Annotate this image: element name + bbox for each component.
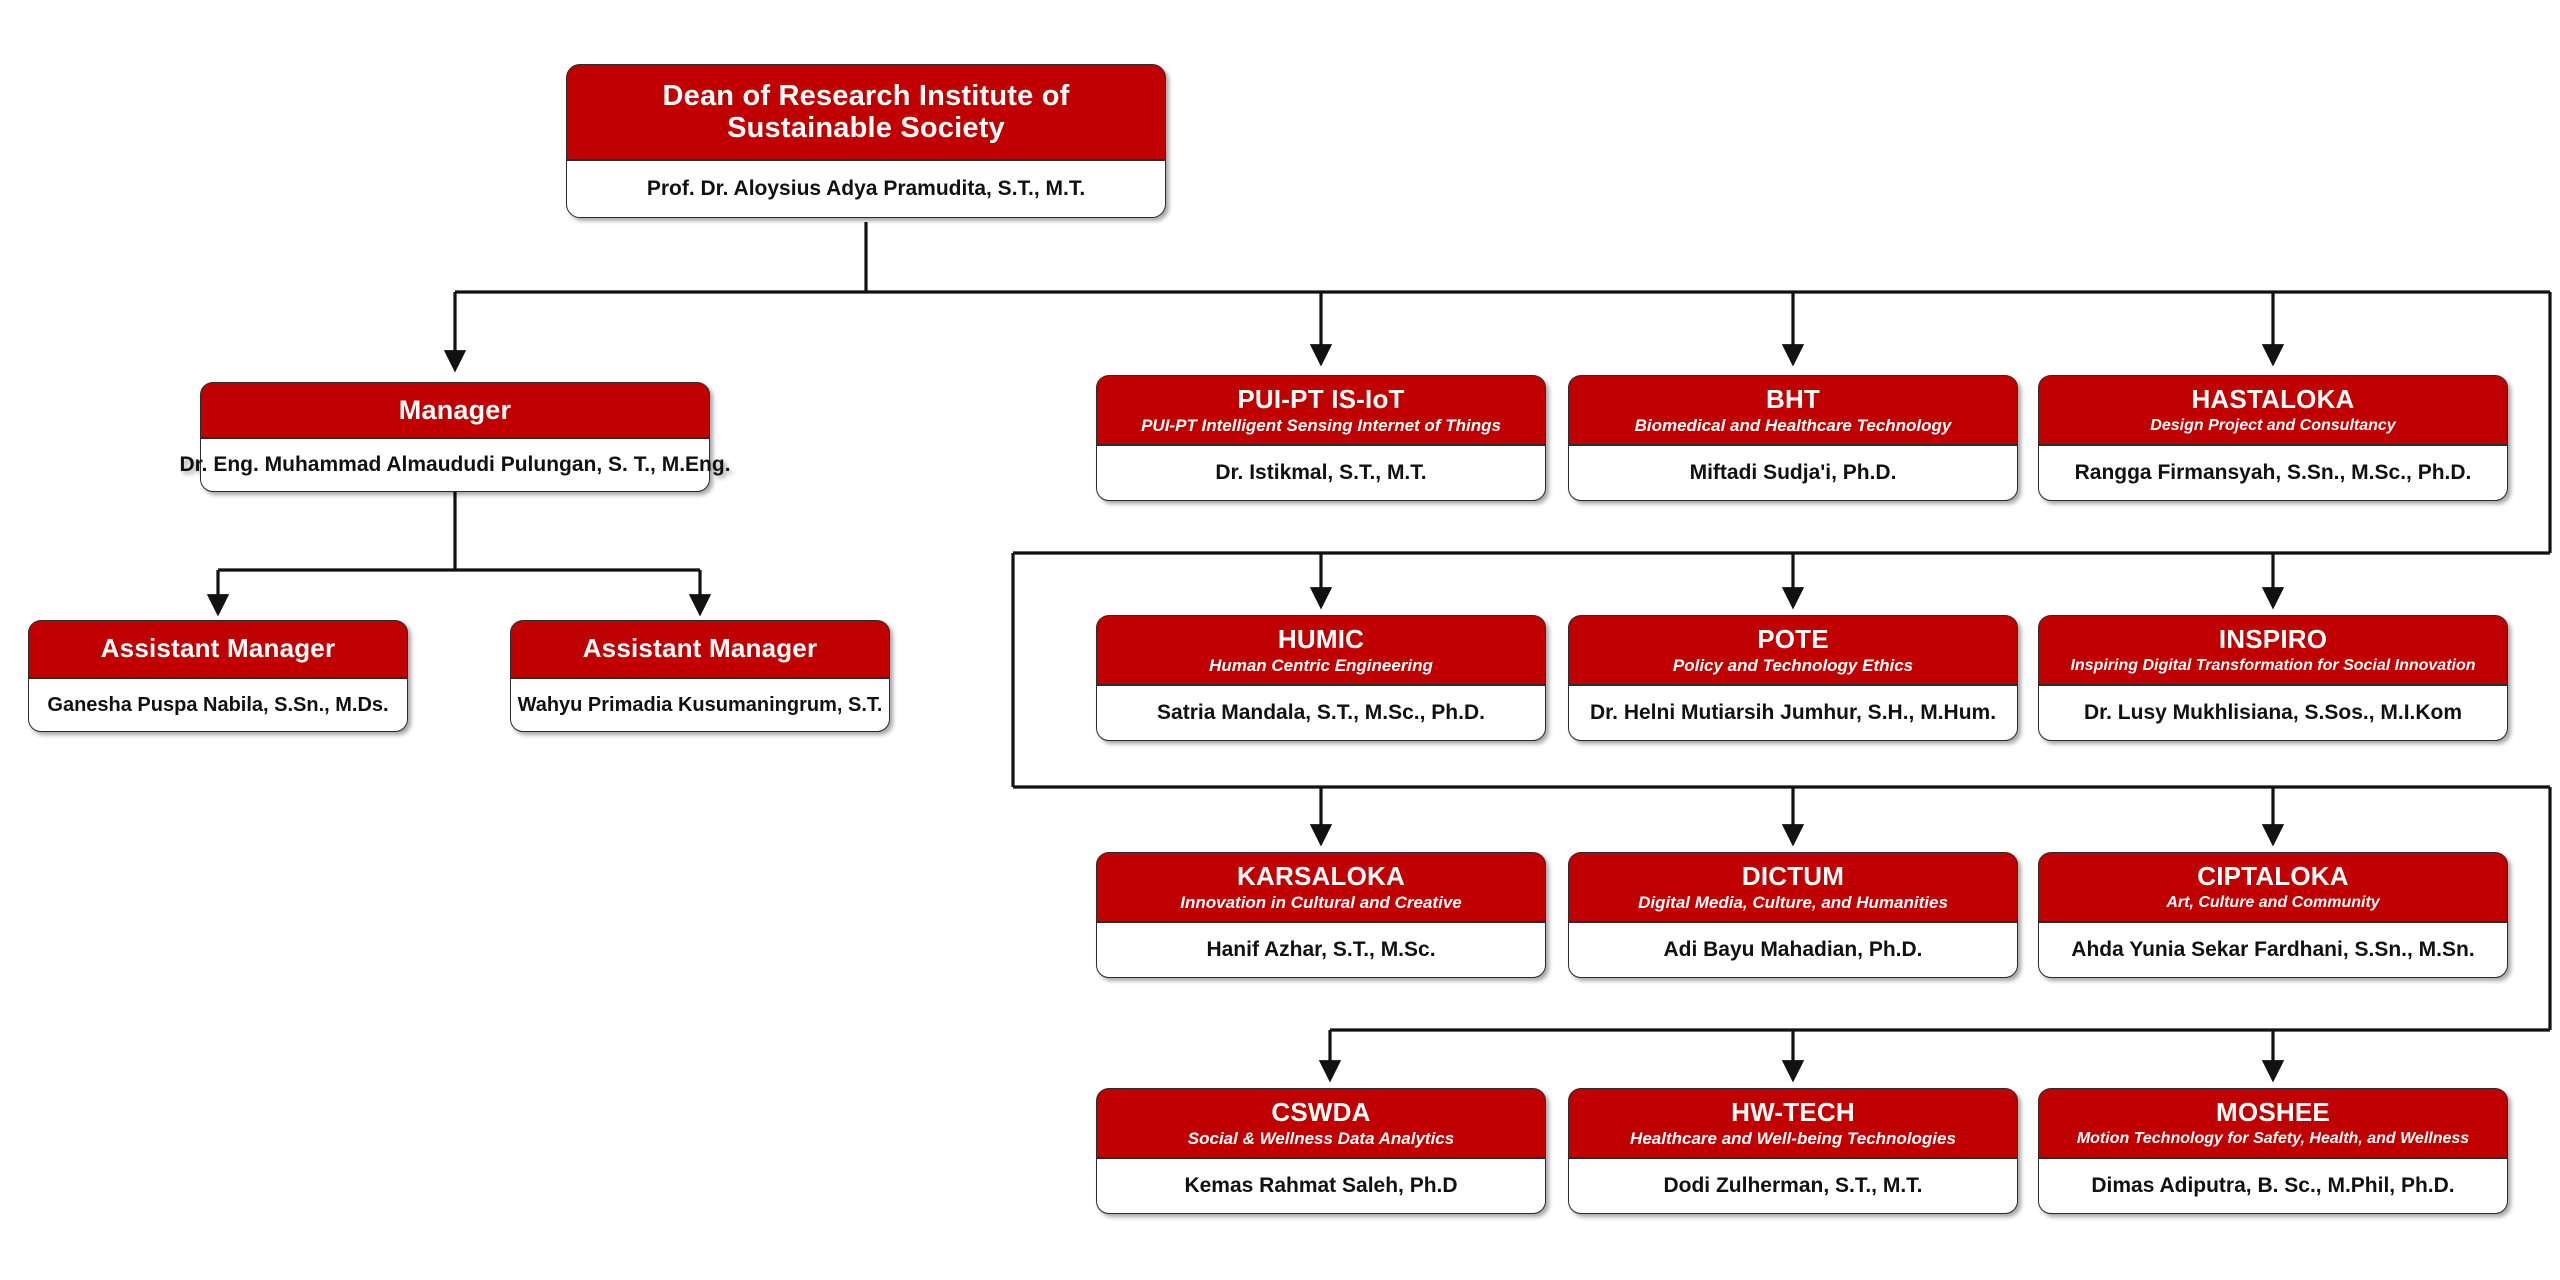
group-acronym: MOSHEE [2216, 1097, 2330, 1128]
node-dean-header: Dean of Research Institute of Sustainabl… [566, 64, 1166, 160]
group-person: Hanif Azhar, S.T., M.Sc. [1096, 922, 1546, 978]
node-research-group-inspiro[interactable]: INSPIRO Inspiring Digital Transformation… [2038, 615, 2508, 741]
group-person: Satria Mandala, S.T., M.Sc., Ph.D. [1096, 685, 1546, 741]
group-person: Dr. Lusy Mukhlisiana, S.Sos., M.I.Kom [2038, 685, 2508, 741]
group-acronym: HW-TECH [1731, 1096, 1855, 1127]
node-manager-header: Manager [200, 382, 710, 438]
node-assistant-manager-1-title: Assistant Manager [100, 633, 336, 664]
node-research-group-karsaloka[interactable]: KARSALOKA Innovation in Cultural and Cre… [1096, 852, 1546, 978]
node-research-group-bht[interactable]: BHT Biomedical and Healthcare Technology… [1568, 375, 2018, 501]
node-research-group-ciptaloka[interactable]: CIPTALOKA Art, Culture and Community Ahd… [2038, 852, 2508, 978]
node-research-group-dictum[interactable]: DICTUM Digital Media, Culture, and Human… [1568, 852, 2018, 978]
group-full-name: PUI-PT Intelligent Sensing Internet of T… [1141, 416, 1501, 436]
node-assistant-manager-2-header: Assistant Manager [510, 620, 890, 678]
node-header: INSPIRO Inspiring Digital Transformation… [2038, 615, 2508, 685]
node-assistant-manager-1-header: Assistant Manager [28, 620, 408, 678]
group-person: Dr. Helni Mutiarsih Jumhur, S.H., M.Hum. [1568, 685, 2018, 741]
node-dean-title-line-1: Dean of Research Institute of [662, 79, 1070, 112]
group-person: Ahda Yunia Sekar Fardhani, S.Sn., M.Sn. [2038, 922, 2508, 978]
group-full-name: Design Project and Consultancy [2150, 416, 2396, 434]
group-acronym: CIPTALOKA [2197, 861, 2349, 892]
node-assistant-manager-2-person: Wahyu Primadia Kusumaningrum, S.T. [510, 678, 890, 732]
group-person: Rangga Firmansyah, S.Sn., M.Sc., Ph.D. [2038, 445, 2508, 501]
node-research-group-cswda[interactable]: CSWDA Social & Wellness Data Analytics K… [1096, 1088, 1546, 1214]
node-research-group-pui-pt-is-iot[interactable]: PUI-PT IS-IoT PUI-PT Intelligent Sensing… [1096, 375, 1546, 501]
node-header: MOSHEE Motion Technology for Safety, Hea… [2038, 1088, 2508, 1158]
group-full-name: Human Centric Engineering [1209, 656, 1433, 676]
group-acronym: BHT [1765, 383, 1821, 414]
node-header: HW-TECH Healthcare and Well-being Techno… [1568, 1088, 2018, 1158]
group-full-name: Policy and Technology Ethics [1672, 656, 1914, 676]
node-header: HUMIC Human Centric Engineering [1096, 615, 1546, 685]
node-header: HASTALOKA Design Project and Consultancy [2038, 375, 2508, 445]
group-acronym: DICTUM [1741, 860, 1845, 891]
group-full-name: Healthcare and Well-being Technologies [1630, 1129, 1956, 1149]
node-header: KARSALOKA Innovation in Cultural and Cre… [1096, 852, 1546, 922]
group-person: Kemas Rahmat Saleh, Ph.D [1096, 1158, 1546, 1214]
node-assistant-manager-2[interactable]: Assistant Manager Wahyu Primadia Kusuman… [510, 620, 890, 732]
group-person: Dimas Adiputra, B. Sc., M.Phil, Ph.D. [2038, 1158, 2508, 1214]
node-assistant-manager-1[interactable]: Assistant Manager Ganesha Puspa Nabila, … [28, 620, 408, 732]
group-full-name: Innovation in Cultural and Creative [1180, 893, 1462, 913]
node-header: CIPTALOKA Art, Culture and Community [2038, 852, 2508, 922]
group-full-name: Digital Media, Culture, and Humanities [1638, 893, 1948, 913]
node-research-group-moshee[interactable]: MOSHEE Motion Technology for Safety, Hea… [2038, 1088, 2508, 1214]
group-acronym: HUMIC [1277, 623, 1365, 654]
node-header: BHT Biomedical and Healthcare Technology [1568, 375, 2018, 445]
node-assistant-manager-1-person: Ganesha Puspa Nabila, S.Sn., M.Ds. [28, 678, 408, 732]
group-full-name: Social & Wellness Data Analytics [1187, 1129, 1455, 1149]
node-manager[interactable]: Manager Dr. Eng. Muhammad Almaududi Pulu… [179, 382, 731, 492]
node-manager-person: Dr. Eng. Muhammad Almaududi Pulungan, S.… [179, 438, 731, 492]
node-header: DICTUM Digital Media, Culture, and Human… [1568, 852, 2018, 922]
group-acronym: KARSALOKA [1237, 860, 1405, 891]
group-acronym: HASTALOKA [2191, 384, 2355, 415]
node-header: CSWDA Social & Wellness Data Analytics [1096, 1088, 1546, 1158]
node-header: PUI-PT IS-IoT PUI-PT Intelligent Sensing… [1096, 375, 1546, 445]
node-dean[interactable]: Dean of Research Institute of Sustainabl… [566, 64, 1166, 218]
group-acronym: INSPIRO [2218, 624, 2328, 655]
group-full-name: Inspiring Digital Transformation for Soc… [2070, 656, 2476, 674]
group-person: Miftadi Sudja'i, Ph.D. [1568, 445, 2018, 501]
group-person: Adi Bayu Mahadian, Ph.D. [1568, 922, 2018, 978]
node-research-group-humic[interactable]: HUMIC Human Centric Engineering Satria M… [1096, 615, 1546, 741]
node-assistant-manager-2-title: Assistant Manager [582, 633, 818, 664]
group-full-name: Motion Technology for Safety, Health, an… [2076, 1129, 2470, 1147]
group-full-name: Biomedical and Healthcare Technology [1634, 416, 1952, 436]
group-acronym: PUI-PT IS-IoT [1237, 383, 1405, 414]
group-full-name: Art, Culture and Community [2166, 893, 2380, 911]
group-acronym: CSWDA [1271, 1096, 1371, 1127]
group-person: Dodi Zulherman, S.T., M.T. [1568, 1158, 2018, 1214]
node-dean-title-line-2: Sustainable Society [727, 112, 1005, 144]
node-research-group-pote[interactable]: POTE Policy and Technology Ethics Dr. He… [1568, 615, 2018, 741]
node-research-group-hastaloka[interactable]: HASTALOKA Design Project and Consultancy… [2038, 375, 2508, 501]
node-research-group-hw-tech[interactable]: HW-TECH Healthcare and Well-being Techno… [1568, 1088, 2018, 1214]
group-acronym: POTE [1757, 623, 1829, 654]
node-manager-title: Manager [398, 394, 512, 425]
node-header: POTE Policy and Technology Ethics [1568, 615, 2018, 685]
group-person: Dr. Istikmal, S.T., M.T. [1096, 445, 1546, 501]
node-dean-person: Prof. Dr. Aloysius Adya Pramudita, S.T.,… [566, 160, 1166, 218]
